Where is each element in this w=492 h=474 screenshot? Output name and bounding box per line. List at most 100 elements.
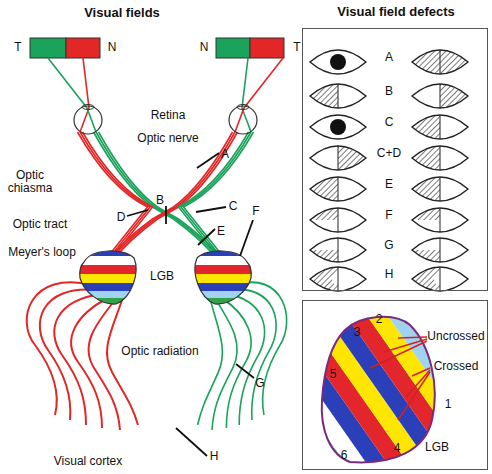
light-ray [235, 58, 283, 132]
field-outline [412, 146, 468, 170]
defect-letter: A [385, 51, 393, 64]
field-midline [338, 173, 339, 205]
defect-letter: C+D [377, 147, 401, 160]
lesion-line [236, 364, 254, 378]
radiation-fibre [198, 300, 223, 425]
field-figure [308, 173, 366, 205]
layer-number: 6 [341, 449, 348, 462]
lesion-line [165, 206, 167, 224]
field-midline [440, 80, 441, 112]
field-midline [440, 234, 441, 266]
uncrossed-fibre [179, 132, 249, 262]
lesion-letter: F [252, 205, 259, 218]
layer-number: 2 [376, 313, 383, 326]
lesion-line [127, 210, 148, 216]
field-outline [310, 177, 366, 201]
pupil [330, 119, 346, 135]
lesion-letter: A [221, 148, 229, 161]
leader-lines [370, 337, 430, 420]
field-figure [410, 111, 468, 143]
defect-letter: C [385, 116, 394, 129]
defect-letter: F [385, 209, 392, 222]
uncrossed-fibre [80, 132, 150, 262]
field-figure [412, 80, 470, 112]
eyeball [229, 106, 257, 134]
lgb-layer [338, 235, 492, 474]
lesion-letter: C [229, 200, 238, 213]
fibre-label: Uncrossed [427, 330, 484, 343]
field-fill [310, 115, 366, 139]
optic-radiation-left [27, 282, 138, 430]
layer-number: 1 [445, 398, 452, 411]
field-figure [308, 234, 366, 266]
uncrossed-fibre [83, 132, 153, 262]
lesion-line [196, 207, 226, 212]
field-outline [412, 115, 468, 139]
temporal-field [250, 38, 284, 58]
lesion-marks [127, 153, 254, 456]
field-clip [410, 46, 470, 78]
leader-line [384, 339, 427, 352]
crossed-fibre [109, 132, 235, 262]
field-outline [412, 50, 468, 74]
field-outline [310, 267, 366, 291]
radiation-fibre [54, 294, 102, 425]
part-label: Meyer's loop [8, 246, 76, 259]
defect-letter: H [385, 268, 394, 281]
field-figure [410, 173, 468, 205]
field-figure [308, 80, 366, 112]
lesion-letter: B [156, 194, 164, 207]
eye-lens [237, 105, 249, 110]
lesion-line [176, 428, 207, 456]
lgb-outline [322, 317, 435, 463]
temporal-field [30, 38, 66, 58]
field-figure [410, 204, 468, 236]
fibre-label: Crossed [434, 360, 479, 373]
field-figure [310, 115, 366, 139]
field-figure [310, 142, 368, 174]
defect-letter: B [385, 85, 393, 98]
field-outline [412, 238, 468, 262]
field-outline [310, 115, 366, 139]
field-side-label: N [108, 41, 117, 54]
field-outline [412, 84, 468, 108]
leader-line [398, 372, 430, 420]
part-label: LGB [150, 270, 174, 283]
part-label: Optic radiation [121, 345, 198, 358]
lgb-body [186, 246, 256, 308]
lesion-line [198, 229, 215, 245]
radiation-fibre [40, 290, 96, 420]
lesion-letter: G [255, 377, 264, 390]
part-label: Visual cortex [54, 455, 122, 468]
lesion-line [240, 220, 253, 256]
field-midline [338, 204, 339, 236]
field-outline [412, 208, 468, 232]
field-midline [440, 142, 441, 174]
lgb-layer [352, 225, 492, 464]
light-ray [48, 58, 96, 132]
part-label: Retina [151, 109, 186, 122]
layer-number: 4 [394, 442, 401, 455]
field-loss [410, 46, 470, 78]
field-midline [440, 173, 441, 205]
eye-lens [82, 105, 94, 110]
field-outline [310, 50, 366, 74]
lgb-layer [366, 216, 492, 455]
field-outline [412, 267, 468, 291]
optic-radiation-right [198, 282, 287, 430]
lesion-letter: H [210, 450, 219, 463]
field-side-label: N [200, 41, 209, 54]
crossed-fibre [99, 132, 225, 262]
lesion-letter: E [217, 225, 225, 238]
field-side-label: T [293, 41, 300, 54]
layer-number: 3 [354, 326, 361, 339]
eyeball [74, 106, 102, 134]
lgb-body [75, 246, 145, 308]
field-figure [410, 142, 468, 174]
lgb-outline [195, 251, 251, 304]
field-fill [310, 50, 366, 74]
defect-letter: G [384, 239, 393, 252]
field-outline [310, 208, 366, 232]
leader-line [405, 370, 430, 398]
